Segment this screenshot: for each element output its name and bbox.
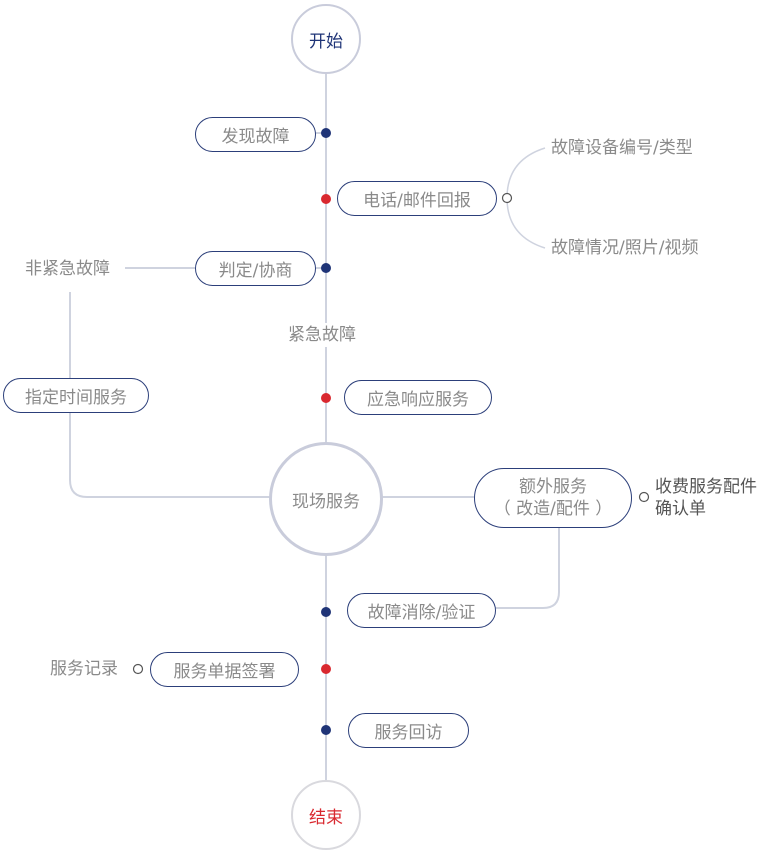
extra-service-label-2: （ 改造/配件 ） [493,499,613,519]
scheduled-service-step: 指定时间服务 [3,378,149,413]
scheduled-service-label: 指定时间服务 [25,388,127,408]
urgent-label: 紧急故障 [288,323,356,347]
non-urgent-label: 非紧急故障 [25,259,110,279]
judge-consult-label: 判定/协商 [218,261,293,281]
emergency-service-step: 应急响应服务 [344,380,492,415]
dot-follow [321,725,331,735]
dot-emergency [321,393,331,403]
dot-discover [321,128,331,138]
record-dot [132,663,144,675]
end-label: 结束 [309,807,343,828]
end-node: 结束 [291,780,361,850]
start-label: 开始 [309,31,343,52]
onsite-service-label: 现场服务 [292,491,360,512]
fault-cleared-label: 故障消除/验证 [367,603,476,623]
service-sign-label: 服务单据签署 [173,662,276,682]
dot-cleared [321,607,331,617]
fault-media-note: 故障情况/照片/视频 [551,238,699,258]
service-record-label: 服务记录 [50,659,118,679]
onsite-service-node: 现场服务 [269,442,383,556]
fault-cleared-step: 故障消除/验证 [347,593,496,628]
judge-consult-step: 判定/协商 [195,251,316,286]
phone-email-label: 电话/邮件回报 [363,191,471,211]
discover-fault-label: 发现故障 [221,127,290,147]
service-sign-step: 服务单据签署 [150,652,299,687]
emergency-service-label: 应急响应服务 [367,390,469,410]
non-urgent-loop [69,292,270,498]
phone-bracket [506,147,546,249]
follow-up-label: 服务回访 [374,723,443,743]
follow-up-step: 服务回访 [348,713,469,748]
charge-note-line2: 确认单 [655,499,706,519]
phone-email-step: 电话/邮件回报 [337,181,497,216]
dot-judge [321,263,331,273]
dot-phone [321,194,331,204]
fault-id-type-note: 故障设备编号/类型 [551,138,693,158]
extra-side-dot [638,491,650,503]
extra-service-step: 额外服务 （ 改造/配件 ） [474,468,632,528]
start-node: 开始 [291,4,361,74]
extra-service-label-1: 额外服务 [519,477,587,497]
discover-fault-step: 发现故障 [195,117,316,152]
extra-to-cleared [495,528,560,609]
charge-note-line1: 收费服务配件 [655,477,757,497]
dot-sign [321,664,331,674]
phone-bracket-dot [501,192,513,204]
